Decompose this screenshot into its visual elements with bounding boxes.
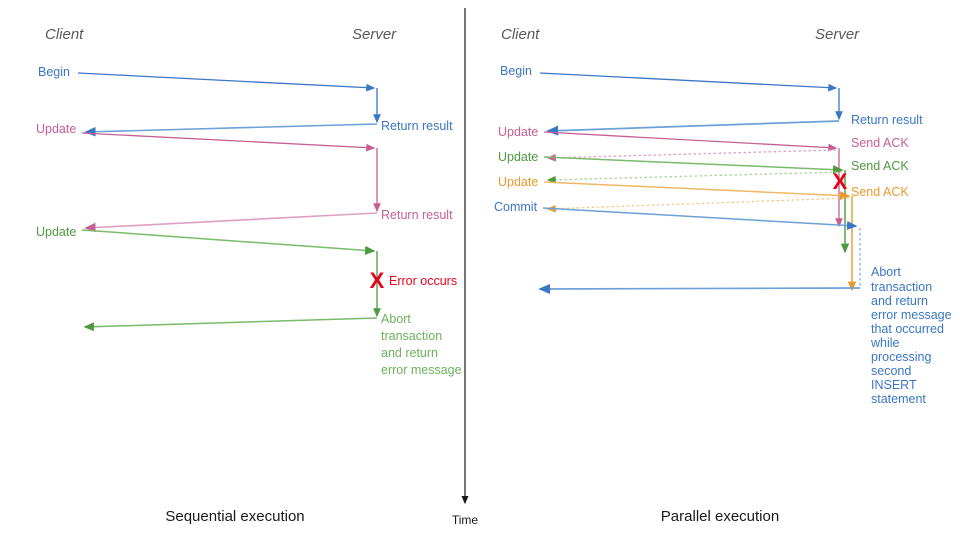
parallel-error-x-icon: X <box>833 169 848 194</box>
sequential-message-begin: Begin <box>38 65 376 92</box>
sequential-abort-note-0: Abort <box>381 312 411 326</box>
parallel-message-update-green: Update <box>498 150 844 175</box>
parallel-label-ack-green: Send ACK <box>851 159 909 173</box>
parallel-label-update-orange: Update <box>498 175 538 189</box>
parallel-message-abort: Abort transaction and return error messa… <box>538 265 952 406</box>
parallel-message-update-pink: Update <box>498 125 838 152</box>
parallel-abort-note-0: Abort <box>871 265 901 279</box>
sequential-label-return-2: Return result <box>381 208 453 222</box>
parallel-label-return-result: Return result <box>851 113 923 127</box>
sequential-label-return-1: Return result <box>381 119 453 133</box>
sequential-message-update-2: Update <box>36 225 376 255</box>
parallel-message-return-result: Return result <box>546 113 923 136</box>
parallel-message-commit: Commit <box>494 200 858 230</box>
parallel-abort-note-8: INSERT <box>871 378 917 392</box>
parallel-label-ack-orange: Send ACK <box>851 185 909 199</box>
panel-sequential: Client Server Begin Return result Update… <box>36 26 462 525</box>
parallel-message-update-orange: Update <box>498 175 851 201</box>
parallel-ack-orange-line <box>546 197 850 213</box>
sequential-abort-note-3: error message <box>381 363 462 377</box>
sequential-abort-note-1: transaction <box>381 329 442 343</box>
sequential-abort-note-2: and return <box>381 346 438 360</box>
error-x-icon: X <box>370 268 385 293</box>
panel-parallel: Client Server Begin Return result Update… <box>494 26 952 525</box>
sequential-message-update-1: Update <box>36 122 376 152</box>
sequential-message-return-2: Return result <box>84 208 453 233</box>
parallel-abort-note-4: that occurred <box>871 322 944 336</box>
sequential-message-abort: Abort transaction and return error messa… <box>83 312 462 377</box>
time-axis-label: Time <box>452 513 479 527</box>
parallel-client-title: Client <box>501 26 540 43</box>
sequential-server-title: Server <box>352 26 397 43</box>
parallel-ack-pink-line <box>546 149 837 162</box>
time-axis: Time <box>452 8 479 527</box>
parallel-abort-note-1: transaction <box>871 280 932 294</box>
parallel-label-begin: Begin <box>500 64 532 78</box>
parallel-label-update-pink: Update <box>498 125 538 139</box>
parallel-abort-note-5: while <box>870 336 900 350</box>
parallel-ack-green-line <box>546 171 843 184</box>
parallel-abort-note-2: and return <box>871 294 928 308</box>
sequential-client-title: Client <box>45 26 84 43</box>
sequential-error-group: X Error occurs <box>370 268 457 293</box>
parallel-label-ack-pink: Send ACK <box>851 136 909 150</box>
sequential-label-update-2: Update <box>36 225 76 239</box>
sequential-label-error: Error occurs <box>389 274 457 288</box>
sequential-label-update-1: Update <box>36 122 76 136</box>
parallel-abort-note-7: second <box>871 364 911 378</box>
sequential-caption: Sequential execution <box>165 508 304 525</box>
sequential-label-begin: Begin <box>38 65 70 79</box>
parallel-abort-note-6: processing <box>871 350 931 364</box>
parallel-label-update-green: Update <box>498 150 538 164</box>
parallel-abort-note-3: error message <box>871 308 952 322</box>
parallel-caption: Parallel execution <box>661 508 779 525</box>
parallel-abort-note-9: statement <box>871 392 926 406</box>
parallel-message-begin: Begin <box>500 64 838 92</box>
sequential-message-return-1: Return result <box>84 119 453 137</box>
parallel-label-commit: Commit <box>494 200 538 214</box>
parallel-server-title: Server <box>815 26 860 43</box>
